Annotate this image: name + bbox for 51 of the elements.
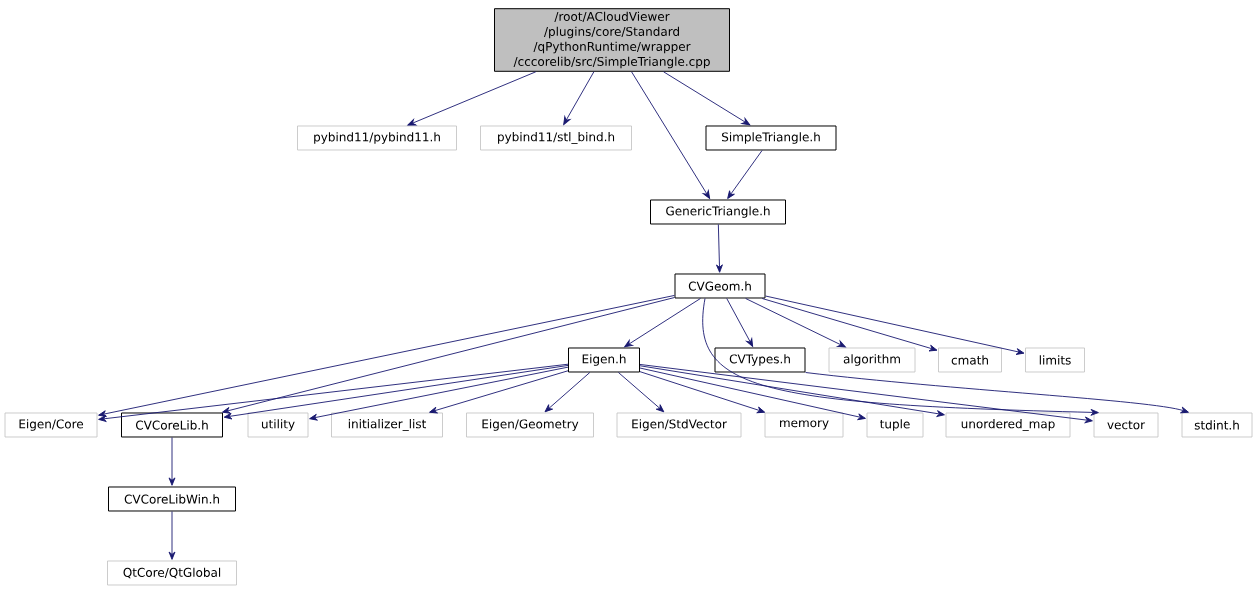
arrow	[168, 437, 176, 486]
arrow	[639, 364, 1093, 424]
arrow	[726, 298, 754, 347]
file-box: tuple	[866, 412, 924, 438]
arrow	[745, 298, 846, 348]
arrow	[639, 367, 866, 421]
file-box: QtCore/QtGlobal	[107, 560, 237, 586]
arrow	[702, 298, 1099, 416]
arrow	[765, 295, 1025, 355]
file-box: stdint.h	[1181, 412, 1253, 438]
arrow	[761, 298, 938, 352]
arrow	[805, 372, 1189, 414]
arrow	[429, 370, 569, 414]
arrow	[727, 150, 763, 199]
arrow	[716, 224, 723, 273]
arrow	[631, 71, 711, 199]
arrow	[221, 297, 675, 414]
arrow	[639, 371, 766, 414]
arrow	[98, 363, 569, 422]
arrow	[98, 295, 675, 418]
arrow	[563, 71, 595, 125]
file-box: Eigen/StdVector	[616, 412, 742, 438]
arrow	[617, 372, 665, 413]
arrow	[407, 71, 537, 126]
file-box: limits	[1025, 347, 1085, 373]
arrow	[663, 71, 751, 126]
file-box: CVCoreLibWin.h	[108, 486, 236, 512]
file-box: Eigen/Geometry	[466, 412, 594, 438]
file-box: GenericTriangle.h	[650, 199, 786, 225]
file-box: Eigen/Core	[4, 412, 98, 438]
file-box: /root/ACloudViewer /plugins/core/Standard /qPythonRuntime/wrapper /cccorelib/src/SimpleTriangle.cpp	[494, 8, 730, 72]
file-box: pybind11/stl_bind.h	[480, 125, 632, 151]
file-box: CVGeom.h	[674, 273, 766, 299]
arrow	[309, 366, 569, 421]
arrow	[639, 365, 945, 417]
file-box: cmath	[938, 347, 1002, 373]
file-box: CVCoreLib.h	[121, 412, 223, 438]
file-box: unordered_map	[945, 412, 1071, 438]
file-box: Eigen.h	[568, 347, 640, 373]
file-box: initializer_list	[331, 412, 443, 438]
file-box: utility	[247, 412, 309, 438]
arrow	[544, 372, 591, 413]
file-box: memory	[764, 412, 844, 438]
file-box: vector	[1093, 412, 1159, 438]
file-box: algorithm	[828, 347, 916, 373]
file-box: SimpleTriangle.h	[705, 125, 837, 151]
file-box: pybind11/pybind11.h	[297, 125, 457, 151]
arrow	[223, 364, 569, 420]
arrow	[168, 511, 176, 560]
file-box: CVTypes.h	[714, 347, 806, 373]
arrow	[624, 298, 701, 348]
